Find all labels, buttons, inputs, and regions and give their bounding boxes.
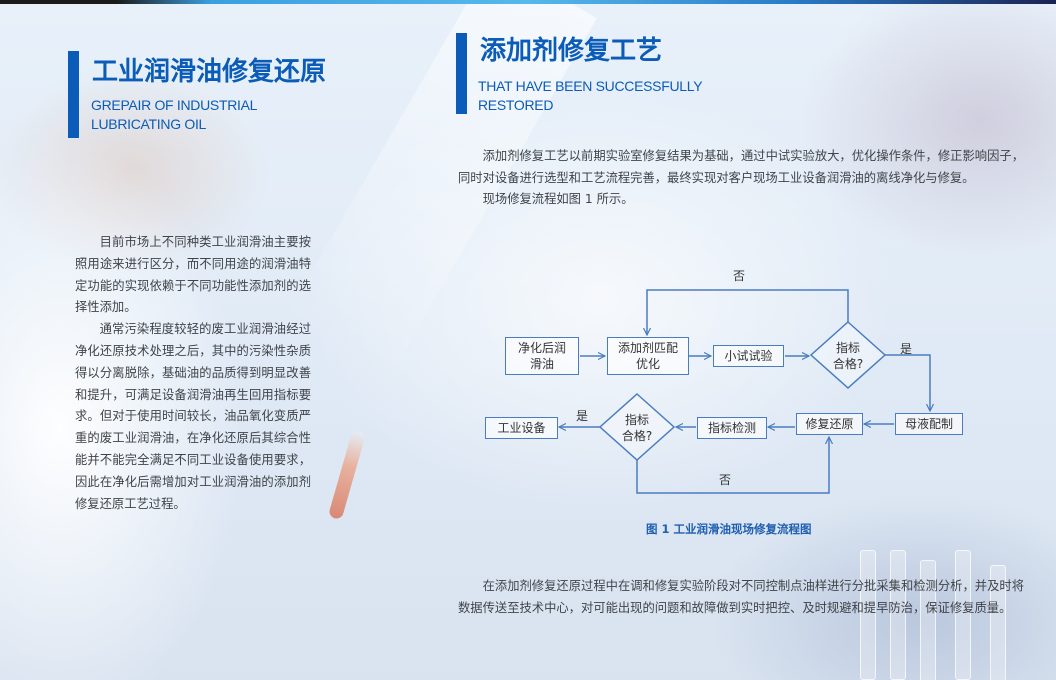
left-section-subtitle-line1: GREPAIR OF INDUSTRIAL xyxy=(91,97,258,113)
title-accent-bar xyxy=(456,33,467,114)
right-body-text-top: 添加剂修复工艺以前期实验室修复结果为基础，通过中试实验放大，优化操作条件，修正影… xyxy=(458,146,1024,211)
node-repair-restore: 修复还原 xyxy=(796,413,863,435)
decision-2-label: 指标 合格? xyxy=(612,411,662,445)
node-index-detection: 指标检测 xyxy=(697,417,767,439)
decision-1-label-2: 合格? xyxy=(832,357,864,371)
left-section-header: 工业润滑油修复还原 GREPAIR OF INDUSTRIAL LUBRICAT… xyxy=(68,51,368,139)
right-section-title: 添加剂修复工艺 xyxy=(480,36,663,66)
decision-1-yes-label: 是 xyxy=(900,342,913,356)
decision-2-label-1: 指标 xyxy=(624,413,649,427)
loop-top-no-label: 否 xyxy=(733,269,746,283)
node-industrial-equipment: 工业设备 xyxy=(485,417,558,439)
node-additive-matching-label-1: 添加剂匹配 xyxy=(617,341,678,355)
right-section-subtitle-line1: THAT HAVE BEEN SUCCESSFULLY xyxy=(478,78,703,94)
right-paragraph-1: 添加剂修复工艺以前期实验室修复结果为基础，通过中试实验放大，优化操作条件，修正影… xyxy=(458,149,1024,185)
node-mother-liquor: 母液配制 xyxy=(895,413,963,435)
test-tube-rack-decoration xyxy=(990,565,1006,680)
figure-caption: 图 1 工业润滑油现场修复流程图 xyxy=(646,522,812,536)
right-body-text-bottom: 在添加剂修复还原过程中在调和修复实验阶段对不同控制点油样进行分批采集和检测分析，… xyxy=(458,576,1024,619)
left-section-title: 工业润滑油修复还原 xyxy=(92,57,327,87)
right-section-header: 添加剂修复工艺 THAT HAVE BEEN SUCCESSFULLY REST… xyxy=(456,33,756,115)
node-additive-matching: 添加剂匹配 优化 xyxy=(607,337,689,375)
right-paragraph-2: 现场修复流程如图 1 所示。 xyxy=(482,192,634,206)
left-section-subtitle-line2: LUBRICATING OIL xyxy=(91,116,207,132)
node-purified-oil-label-1: 净化后润 xyxy=(517,341,566,355)
node-additive-matching-label-2: 优化 xyxy=(635,357,660,371)
right-section-subtitle-line2: RESTORED xyxy=(478,97,554,113)
decision-1-label: 指标 合格? xyxy=(823,339,873,373)
right-paragraph-3: 在添加剂修复还原过程中在调和修复实验阶段对不同控制点油样进行分批采集和检测分析，… xyxy=(458,579,1024,615)
decision-1-label-1: 指标 xyxy=(835,341,860,355)
decision-2-label-2: 合格? xyxy=(621,429,653,443)
left-body-text: 目前市场上不同种类工业润滑油主要按照用途来进行区分，而不同用途的润滑油特定功能的… xyxy=(75,232,311,515)
loop-bottom-no-label: 否 xyxy=(719,473,732,487)
node-small-test: 小试试验 xyxy=(713,345,784,367)
top-color-strip xyxy=(0,0,1056,4)
node-purified-oil: 净化后润 滑油 xyxy=(505,337,579,375)
title-accent-bar xyxy=(68,51,79,138)
node-purified-oil-label-2: 滑油 xyxy=(529,357,554,371)
test-tube-decoration xyxy=(327,429,367,521)
decision-2-yes-label: 是 xyxy=(576,409,589,423)
left-paragraph-2: 通常污染程度较轻的废工业润滑油经过净化还原技术处理之后，其中的污染性杂质得以分离… xyxy=(75,322,311,511)
test-tube-rack-decoration xyxy=(920,560,936,680)
left-paragraph-1: 目前市场上不同种类工业润滑油主要按照用途来进行区分，而不同用途的润滑油特定功能的… xyxy=(75,235,311,315)
